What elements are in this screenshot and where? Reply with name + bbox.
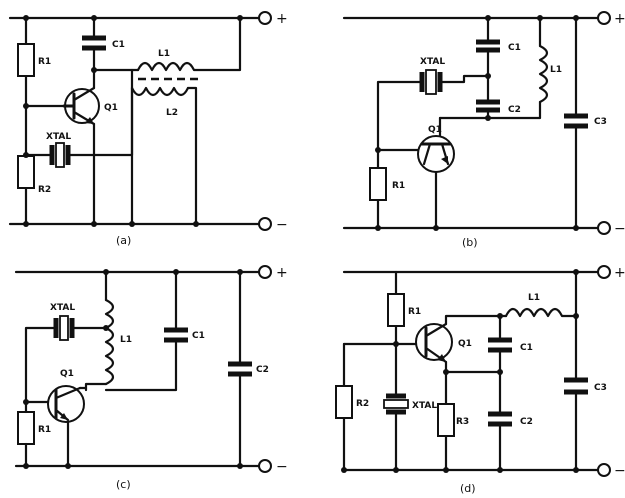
crystal-xtal — [383, 393, 409, 415]
inductor-l1 — [136, 16, 242, 72]
label-l1: L1 — [158, 49, 170, 59]
plus-sign: + — [276, 265, 288, 281]
label-q1: Q1 — [428, 125, 442, 135]
minus-sign: − — [276, 459, 288, 475]
minus-sign: − — [614, 221, 625, 237]
caption-b: (b) — [462, 236, 478, 249]
label-c1: C1 — [112, 40, 125, 50]
negative-terminal — [597, 463, 611, 477]
negative-terminal — [597, 221, 611, 235]
label-r2: R2 — [356, 399, 369, 409]
positive-terminal — [258, 11, 272, 25]
label-c1: C1 — [192, 331, 205, 341]
label-xtal: XTAL — [46, 132, 71, 142]
label-r2: R2 — [38, 185, 51, 195]
label-xtal: XTAL — [412, 401, 437, 411]
label-c3: C3 — [594, 117, 607, 127]
negative-terminal — [258, 459, 272, 473]
inductor-l2 — [130, 86, 198, 226]
resistor-r1 — [17, 43, 35, 77]
capacitor-c1 — [82, 35, 106, 51]
inductor-l1 — [504, 307, 578, 318]
plus-sign: + — [614, 265, 625, 281]
capacitor-c1 — [476, 39, 500, 53]
capacitor-c2 — [228, 361, 252, 377]
label-l2: L2 — [166, 108, 178, 118]
transistor-q1 — [415, 322, 453, 364]
resistor-r2 — [335, 385, 353, 419]
inductor-l1 — [538, 44, 549, 104]
plus-sign: + — [276, 11, 288, 27]
resistor-r1 — [369, 167, 387, 201]
resistor-r1 — [17, 411, 35, 445]
minus-sign: − — [614, 463, 625, 479]
label-c1: C1 — [508, 43, 521, 53]
capacitor-c3 — [564, 113, 588, 129]
transistor-q1 — [47, 385, 85, 423]
resistor-r1 — [387, 293, 405, 327]
negative-terminal — [258, 217, 272, 231]
positive-terminal — [258, 265, 272, 279]
label-c1: C1 — [520, 343, 533, 353]
label-c2: C2 — [508, 105, 521, 115]
capacitor-c3 — [564, 377, 588, 395]
capacitor-c1 — [488, 337, 512, 353]
crystal-xtal — [419, 69, 443, 95]
positive-terminal — [597, 265, 611, 279]
label-l1: L1 — [528, 293, 540, 303]
circuit-d: + − R1 R2 XTAL Q1 — [335, 265, 625, 495]
label-l1: L1 — [120, 335, 132, 345]
transistor-q1 — [62, 86, 100, 126]
label-r3: R3 — [456, 417, 469, 427]
label-r1: R1 — [392, 181, 405, 191]
label-q1: Q1 — [458, 339, 472, 349]
resistor-r3 — [437, 403, 455, 437]
caption-c: (c) — [116, 478, 131, 491]
caption-d: (d) — [460, 482, 476, 495]
capacitor-c2 — [476, 99, 500, 113]
inductor-l1 — [104, 298, 115, 386]
label-xtal: XTAL — [50, 303, 75, 313]
circuit-a: + − R1 R2 XTAL Q1 C1 — [8, 11, 288, 247]
label-c2: C2 — [520, 417, 533, 427]
plus-sign: + — [614, 11, 625, 27]
label-c2: C2 — [256, 365, 269, 375]
label-xtal: XTAL — [420, 57, 445, 67]
label-r1: R1 — [38, 57, 51, 67]
label-r1: R1 — [408, 307, 421, 317]
transistor-q1 — [417, 135, 455, 173]
label-q1: Q1 — [104, 103, 118, 113]
crystal-xtal — [49, 142, 71, 168]
resistor-r2 — [17, 155, 35, 189]
label-q1: Q1 — [60, 369, 74, 379]
positive-terminal — [597, 11, 611, 25]
caption-a: (a) — [116, 234, 131, 247]
label-c3: C3 — [594, 383, 607, 393]
label-r1: R1 — [38, 425, 51, 435]
minus-sign: − — [276, 217, 288, 233]
capacitor-c2 — [488, 411, 512, 427]
crystal-xtal — [53, 315, 75, 341]
capacitor-c1 — [164, 327, 188, 343]
circuit-b: + − C1 C2 XTAL R1 Q1 — [342, 11, 625, 249]
circuit-c: + − L1 XTAL R1 Q1 C — [14, 265, 288, 491]
label-l1: L1 — [550, 65, 562, 75]
